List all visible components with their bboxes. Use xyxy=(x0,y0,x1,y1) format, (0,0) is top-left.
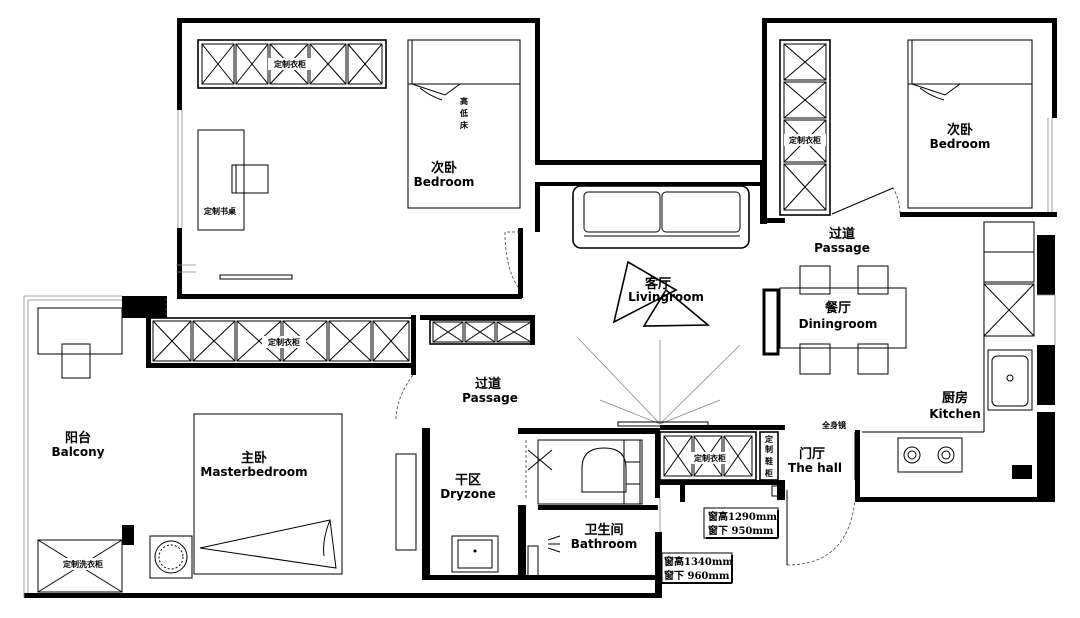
shoe-cabinet-char-2: 制 xyxy=(765,444,773,454)
laundry-cabinet-label: 定制洗衣柜 xyxy=(62,559,103,569)
door-bedroom-right xyxy=(831,187,901,215)
shoe-cabinet-base xyxy=(771,485,783,497)
window-note-hall xyxy=(703,507,779,539)
window-height-hall: 窗高1290mm xyxy=(708,510,777,523)
door-bedroom-left xyxy=(504,231,521,291)
room-title-bedroom-left: 次卧 xyxy=(431,160,457,176)
room-title-dining: 餐厅 xyxy=(824,300,851,316)
shoe-cabinet xyxy=(759,431,779,481)
balcony-items xyxy=(37,307,193,593)
passage-cabinet xyxy=(429,319,535,345)
room-title-passage-mid: 过道 xyxy=(475,376,501,392)
wardrobe-label-master: 定制衣柜 xyxy=(267,337,300,347)
window-sill-bathroom: 窗下 960mm xyxy=(664,569,730,582)
room-title-dryzone: 干区 xyxy=(455,473,481,488)
room-subtitle-passage-mid: Passage xyxy=(462,391,518,405)
hall-wardrobe xyxy=(659,431,757,481)
bedroom-right-wardrobe xyxy=(779,39,831,216)
room-subtitle-living: Livingroom xyxy=(628,290,704,304)
bunk-bed-label-3: 床 xyxy=(460,120,469,130)
room-subtitle-passage-top: Passage xyxy=(814,241,870,255)
bathroom-fixtures xyxy=(527,439,643,577)
wardrobe-label-hall: 定制衣柜 xyxy=(693,453,726,463)
desk-label: 定制书桌 xyxy=(203,206,237,216)
tv-view-lines xyxy=(577,337,741,427)
room-title-bathroom: 卫生间 xyxy=(584,522,623,538)
room-subtitle-bedroom-left: Bedroom xyxy=(414,175,475,189)
walls xyxy=(24,18,1057,598)
room-title-master: 主卧 xyxy=(241,450,267,466)
mirror-label: 全身镜 xyxy=(821,420,846,430)
door-master xyxy=(395,374,414,421)
room-subtitle-bedroom-right: Bedroom xyxy=(930,137,991,151)
room-title-passage-top: 过道 xyxy=(829,226,855,242)
room-subtitle-hall: The hall xyxy=(788,461,842,475)
kitchen-counter xyxy=(862,221,1035,473)
shoe-cabinet-char-4: 柜 xyxy=(764,468,773,478)
bunk-bed-label-1: 高 xyxy=(460,96,468,106)
wardrobe-label-right-bedroom: 定制衣柜 xyxy=(788,135,821,145)
master-bed xyxy=(193,413,343,575)
coffee-tables xyxy=(612,260,711,327)
wardrobe-label-left-bedroom: 定制衣柜 xyxy=(273,59,306,69)
window-sill-hall: 窗下 950mm xyxy=(708,524,774,537)
room-title-living: 客厅 xyxy=(645,276,671,292)
sliding-rail xyxy=(219,274,293,280)
room-subtitle-kitchen: Kitchen xyxy=(929,407,981,421)
master-side-cabinet xyxy=(395,453,417,551)
shoe-cabinet-char-1: 定 xyxy=(764,434,773,444)
entry-door xyxy=(786,490,856,566)
dryzone-fixtures xyxy=(451,440,553,573)
window-note-bathroom xyxy=(661,552,733,584)
room-subtitle-balcony: Balcony xyxy=(51,445,104,459)
dining-set xyxy=(762,265,907,375)
master-wardrobe xyxy=(149,317,413,365)
bunk-bed-label-2: 低 xyxy=(459,108,468,118)
room-title-kitchen: 厨房 xyxy=(942,390,968,406)
room-subtitle-master: Masterbedroom xyxy=(200,465,307,479)
room-subtitle-bathroom: Bathroom xyxy=(571,537,637,551)
bed-right xyxy=(907,39,1033,209)
desk xyxy=(197,129,269,231)
bedroom-left-wardrobe xyxy=(197,39,387,89)
room-subtitle-dryzone: Dryzone xyxy=(440,487,496,501)
shoe-cabinet-char-3: 鞋 xyxy=(765,456,773,466)
room-subtitle-dining: Diningroom xyxy=(799,317,878,331)
window-lines xyxy=(23,110,1056,598)
room-title-balcony: 阳台 xyxy=(65,430,91,446)
room-title-bedroom-right: 次卧 xyxy=(947,122,973,138)
window-height-bathroom: 窗高1340mm xyxy=(664,555,733,568)
bunk-bed xyxy=(407,39,521,209)
sofa xyxy=(572,185,750,249)
room-title-hall: 门厅 xyxy=(799,446,825,462)
